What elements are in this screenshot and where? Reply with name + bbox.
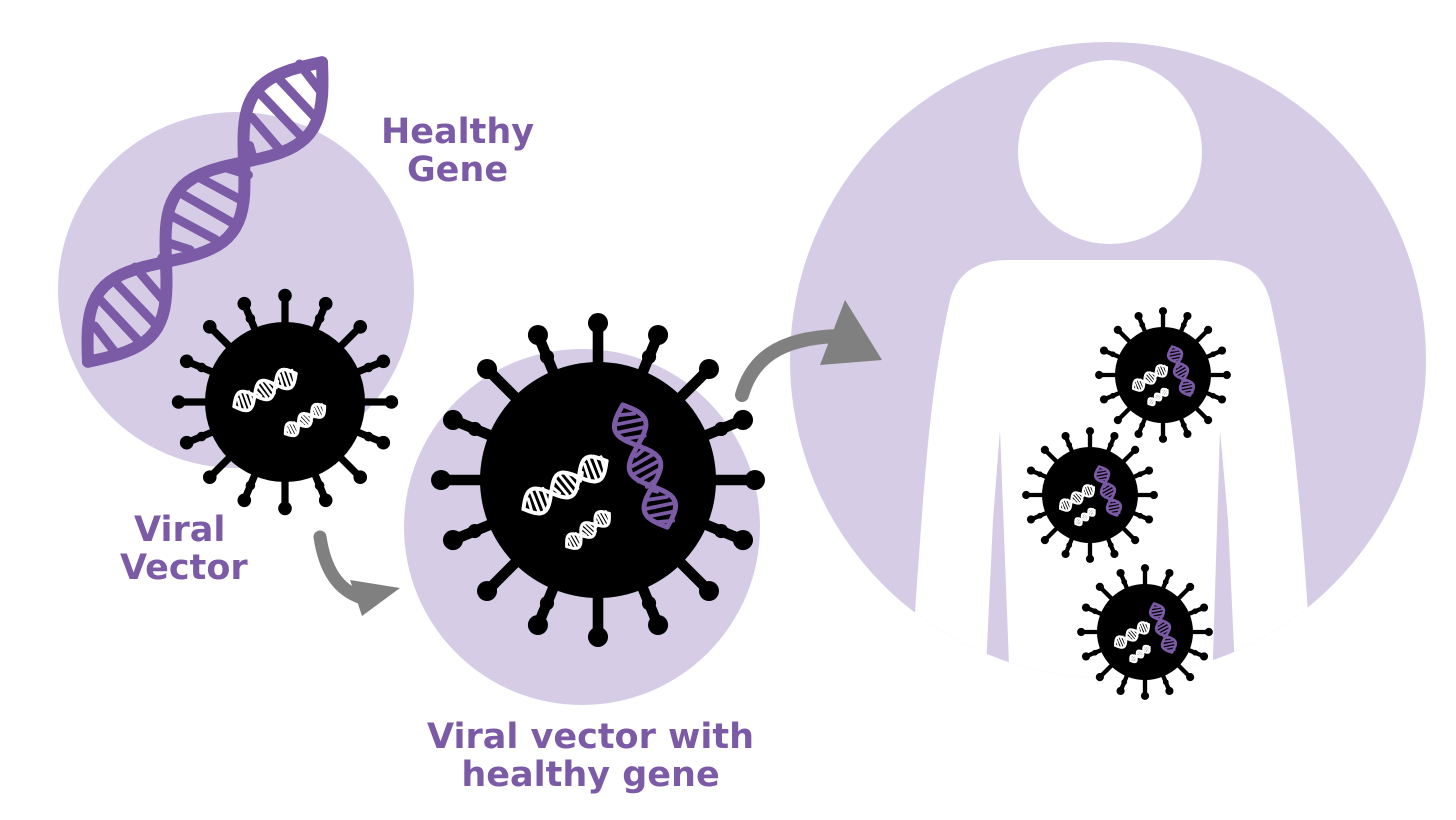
- curved-arrow-icon: [313, 530, 400, 616]
- viral-vector-with-gene-label-line-1: Viral vector with: [426, 717, 755, 757]
- body-virus-1-icon: [1095, 307, 1231, 443]
- healthy-gene-dna-icon: [1166, 345, 1196, 397]
- healthy-gene-dna-icon: [611, 402, 679, 530]
- viral-vector-label: Viral Vector: [120, 511, 248, 587]
- dna-helix-icon: [521, 454, 609, 516]
- viral-vector-label-line-2: Vector: [120, 548, 248, 588]
- patient-panel: [790, 42, 1426, 678]
- dna-helix-icon: [1147, 387, 1169, 407]
- viral-vector-with-gene-label-line-2: healthy gene: [461, 755, 720, 795]
- healthy-gene-helix: [81, 56, 329, 368]
- viral-vector-virus-icon: [171, 288, 399, 516]
- body-virus-2-icon: [1022, 427, 1158, 563]
- body-virus-3-icon: [1077, 564, 1213, 700]
- healthy-gene-label: Healthy Gene: [380, 113, 535, 189]
- dna-helix-icon: [1129, 644, 1151, 664]
- dna-helix-icon: [283, 402, 327, 438]
- dna-helix-icon: [1131, 364, 1169, 392]
- dna-helix-icon: [232, 367, 298, 413]
- dna-helix-icon: [1074, 507, 1096, 527]
- dna-helix-icon: [1113, 621, 1151, 649]
- viral-vector-label-line-1: Viral: [134, 510, 226, 550]
- curved-arrow-icon: [735, 300, 882, 402]
- dna-helix-icon: [565, 510, 611, 550]
- healthy-gene-label-line-2: Gene: [406, 150, 509, 190]
- viral-vector-with-gene-virus-icon: [431, 313, 765, 647]
- healthy-gene-label-line-1: Healthy: [380, 112, 535, 152]
- healthy-gene-dna-icon: [1148, 602, 1178, 654]
- healthy-gene-dna-icon: [1093, 465, 1123, 517]
- healthy-gene-dna-icon: [81, 56, 329, 368]
- dna-helix-icon: [1058, 484, 1096, 512]
- viral-vector-with-gene-label: Viral vector with healthy gene: [418, 718, 763, 794]
